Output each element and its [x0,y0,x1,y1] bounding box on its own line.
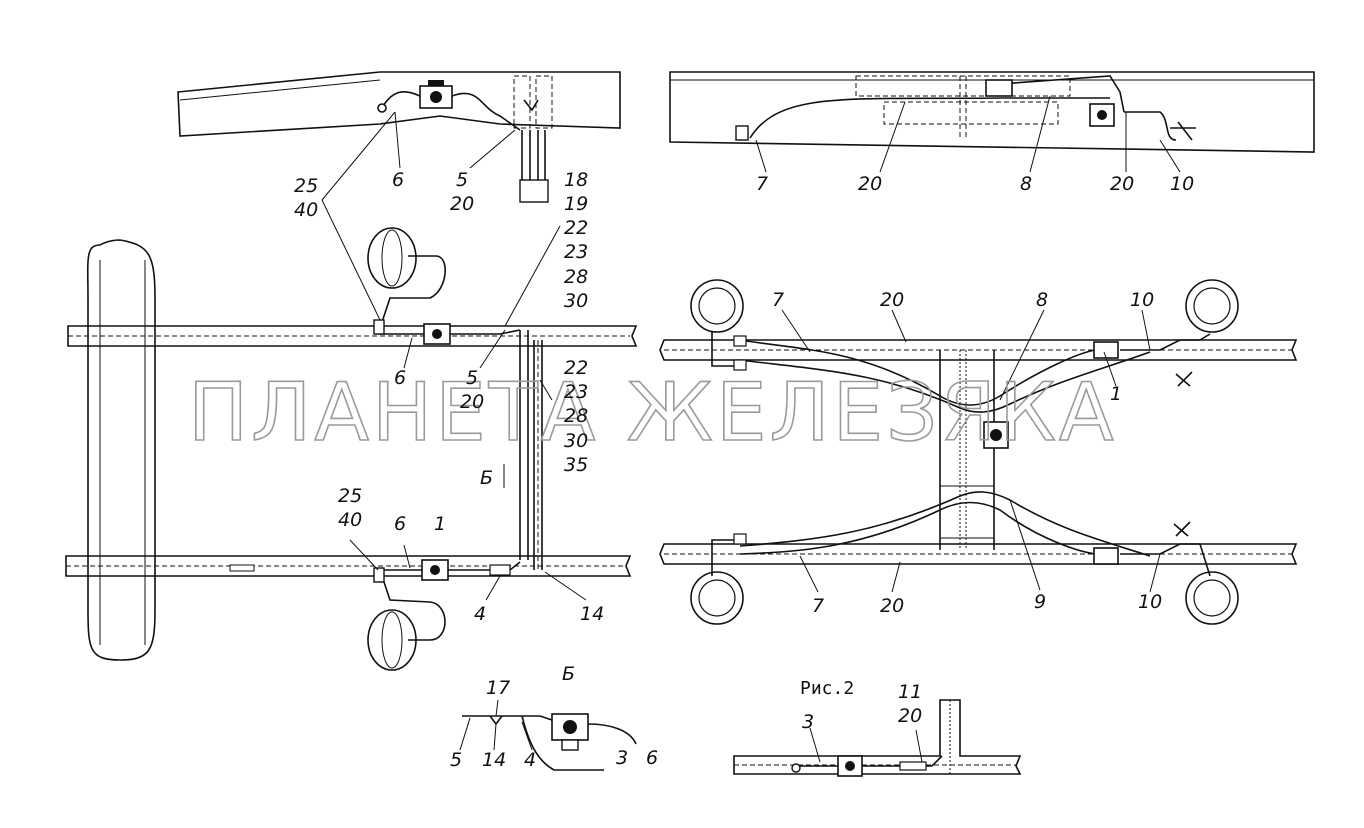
callout-label: 8 [1020,173,1032,195]
callout-label: 5 [456,169,468,191]
plan-center-valve-icon [983,421,1009,449]
callout-label: 7 [756,173,768,195]
callout-label: 4 [474,603,486,625]
top-right-valve-center-icon [985,79,1013,97]
view-b-marker: Б [480,467,493,489]
callout-label: 20 [880,595,904,617]
callout-label: 40 [294,199,318,221]
view-b-detail [459,699,637,771]
fig2-valve-icon [837,755,863,777]
callout-label: 7 [812,595,824,617]
wheel-tl-icon [690,279,744,333]
callout-label: 10 [1138,591,1162,613]
callout-label: 20 [858,173,882,195]
callout-label: 30 [564,430,588,452]
callout-label: 18 [564,169,588,191]
callout-label: 8 [1036,289,1048,311]
callout-label: 6 [394,513,406,535]
wheel-icon [86,239,156,661]
callout-label: 35 [564,454,588,476]
callout-label: 23 [564,241,588,263]
callout-label: 14 [580,603,604,625]
callout-label: 4 [524,749,536,771]
callout-label: 28 [564,405,588,427]
callout-label: 20 [460,391,484,413]
callout-label: 1 [434,513,446,535]
callout-label: 6 [646,747,658,769]
brake-chamber-bottom-icon [367,575,446,671]
callout-label: 3 [616,747,628,769]
callout-label: 40 [338,509,362,531]
callout-label: 3 [802,711,814,733]
callout-label: 22 [564,357,588,379]
callout-label: 23 [564,381,588,403]
brake-chamber-top-icon [367,227,446,323]
callout-label: 7 [772,289,784,311]
view-b-title: Б [562,663,575,685]
callout-label: 5 [450,749,462,771]
callout-label: 6 [392,169,404,191]
view-b-valve-icon [551,713,589,751]
callout-label: 14 [482,749,506,771]
top-right-valve-icon [1089,103,1115,127]
plan-valve-right-upper-icon [1093,341,1119,359]
wheel-br-icon [1185,571,1239,625]
callout-label: 9 [1034,591,1046,613]
fig2-title: Рис.2 [800,678,854,699]
callout-label: 5 [466,367,478,389]
callout-label: 20 [450,193,474,215]
plan-valve-right-lower-icon [1093,547,1119,565]
top-right-detail [669,71,1315,173]
callout-label: 25 [338,485,362,507]
callout-label: 10 [1130,289,1154,311]
callout-labels: 6 5 20 25 40 18 19 22 23 28 30 6 5 20 22… [294,169,1194,771]
callout-label: 20 [880,289,904,311]
top-right-chamber-icon [1170,121,1196,141]
callout-label: 25 [294,175,318,197]
callout-label: 22 [564,217,588,239]
watermark-text: ПЛАНЕТА ЖЕЛЕЗЯКА [188,366,1117,459]
callout-label: 19 [564,193,588,215]
wheel-bl-icon [690,571,744,625]
wheel-tr-icon [1185,279,1239,333]
callout-label: 17 [486,677,510,699]
right-plan-view [659,279,1298,625]
valve-upper-icon [423,323,451,345]
left-chassis [65,111,638,671]
callout-label: 1 [1110,383,1122,405]
callout-label: 20 [898,705,922,727]
callout-label: 6 [394,367,406,389]
callout-label: 11 [898,681,922,703]
top-left-detail [177,71,621,203]
callout-label: 20 [1110,173,1134,195]
callout-label: 10 [1170,173,1194,195]
fig2-detail [733,699,1022,777]
valve-lower-icon [421,559,449,581]
callout-label: 30 [564,290,588,312]
relay-valve-icon [419,80,453,109]
callout-label: 28 [564,266,588,288]
